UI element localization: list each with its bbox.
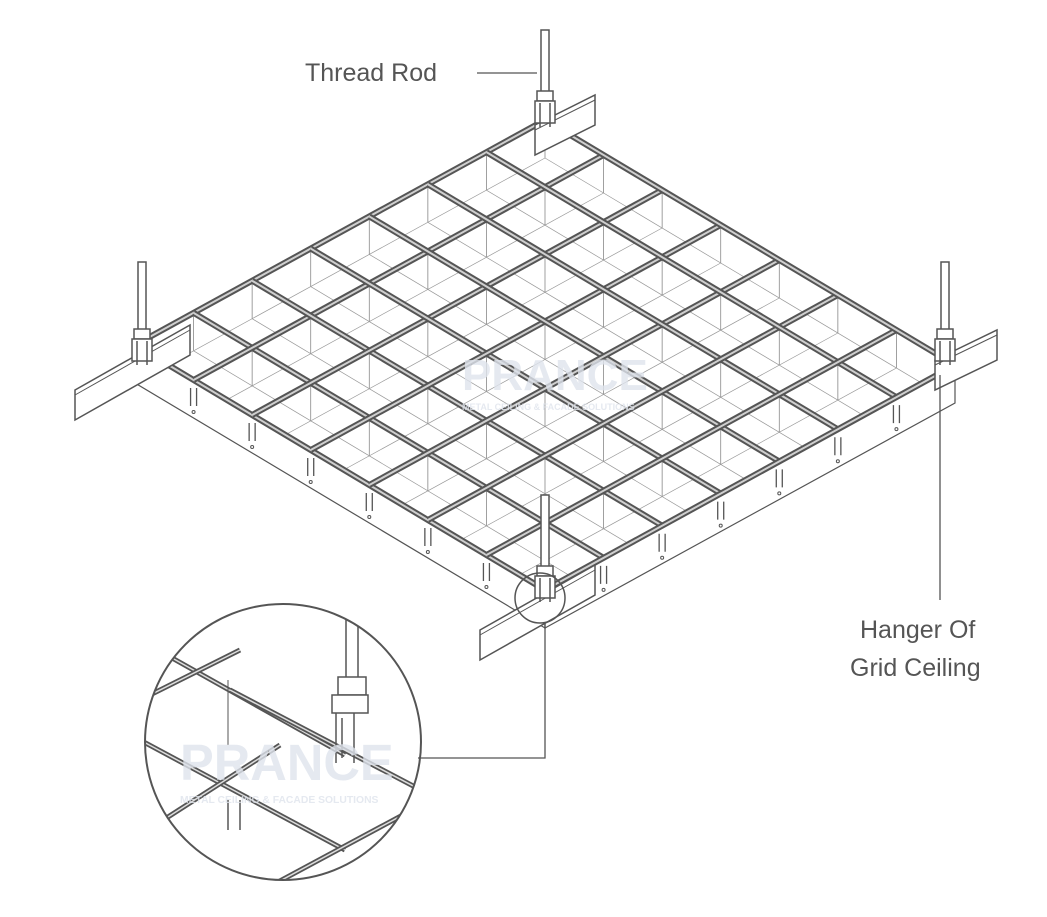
main-carrier-bottom — [479, 563, 596, 662]
grid-runner-highlight — [134, 119, 546, 346]
thread-rod — [137, 261, 147, 334]
cell-bottom-line — [486, 367, 897, 594]
hanger-label-line2: Grid Ceiling — [850, 654, 981, 682]
cell-bottom-line — [544, 157, 956, 404]
watermark-logo: PRANCE — [462, 351, 648, 400]
clip-hole — [777, 491, 782, 496]
grid-runner-highlight — [368, 259, 780, 486]
grid-runner-highlight — [544, 119, 956, 366]
hanger-label-line1: Hanger Of — [860, 616, 976, 644]
hanger-bracket — [534, 575, 556, 602]
hanger-clip — [834, 437, 842, 456]
hanger-nut — [133, 328, 151, 340]
hanger-clip — [248, 423, 256, 441]
clip-hole — [601, 587, 606, 592]
cell-bottom-line — [193, 192, 604, 419]
thread-rod — [940, 261, 950, 334]
cell-bottom-line — [486, 189, 897, 436]
cell-bottom-line — [310, 262, 721, 489]
detail-runner-highlight — [145, 649, 241, 701]
hanger-clip — [775, 469, 783, 488]
clip-hole — [660, 555, 665, 560]
thread-rod — [540, 29, 550, 96]
clip-hole — [250, 445, 255, 449]
detail-circle-outline — [144, 603, 422, 881]
watermark-tagline: METAL CEILING & FACADE SOLUTIONS — [180, 795, 379, 806]
main-carrier-left-lip — [74, 329, 191, 396]
grid-runner-highlight — [427, 294, 839, 521]
hanger-clip — [365, 493, 373, 511]
hanger-clip — [189, 388, 198, 406]
clip-hole — [191, 410, 196, 414]
detail-thread-rod — [345, 604, 359, 681]
cell-bottom-line — [427, 221, 839, 468]
main-carrier-top-lip — [534, 99, 596, 131]
main-carrier-bottom-lip — [479, 569, 596, 636]
clip-hole — [484, 585, 489, 589]
detail-hanger-bracket — [331, 694, 369, 763]
grid-runner-highlight — [485, 151, 897, 399]
detail-clip — [227, 800, 241, 830]
detail-runner-highlight — [145, 739, 346, 851]
cell-bottom-line — [193, 350, 604, 597]
clip-hole — [835, 459, 840, 464]
watermark-tagline: METAL CEILING & FACADE SOLUTIONS — [462, 402, 635, 412]
cell-bottom-line — [310, 286, 721, 532]
detail-runner-highlight — [229, 689, 421, 801]
grid-runner-highlight — [193, 311, 605, 559]
main-carrier-right — [934, 328, 998, 392]
clip-hole — [894, 427, 899, 432]
clip-hole — [308, 480, 313, 484]
cell-bottom-line — [427, 332, 839, 559]
grid-runner-highlight — [134, 344, 546, 591]
clip-hole — [425, 550, 430, 554]
main-carrier-top — [534, 93, 596, 157]
grid-runner-highlight — [368, 215, 780, 463]
detail-runner-highlight — [169, 794, 421, 880]
hanger-nut — [936, 328, 954, 340]
watermark-logo: PRANCE — [180, 734, 394, 791]
cell-bottom-line — [251, 227, 663, 454]
hanger-bracket — [934, 338, 956, 365]
grid-runner-highlight — [251, 279, 663, 527]
clip-hole — [718, 523, 723, 528]
thread-rod-label: Thread Rod — [305, 59, 438, 87]
detail-marker-circle — [514, 572, 566, 624]
hanger-clip — [599, 565, 608, 584]
hanger-nut — [536, 90, 554, 102]
cell-bottom-line — [369, 254, 780, 500]
hanger-nut — [536, 565, 554, 577]
cell-bottom-line — [134, 157, 546, 384]
thread-rod — [540, 494, 550, 571]
detail-runner — [168, 792, 421, 880]
cell-bottom-line — [251, 318, 663, 565]
detail-hanger-nut — [337, 676, 367, 696]
grid-runner-highlight — [427, 183, 839, 431]
grid-runner-highlight — [310, 224, 722, 451]
grid-group — [74, 29, 998, 662]
hanger-clip — [892, 405, 901, 424]
grid-runner-highlight — [193, 154, 605, 381]
grid-runner-highlight — [251, 189, 663, 416]
hanger-clip — [717, 501, 725, 520]
grid-runner-highlight — [544, 364, 956, 591]
grid-runner-highlight — [310, 247, 722, 495]
cell-bottom-line — [369, 297, 780, 524]
hanger-clip — [482, 563, 491, 581]
hanger-clip — [424, 528, 432, 546]
hanger-clip — [658, 533, 666, 552]
clip-hole — [367, 515, 372, 519]
grid-runner-highlight — [485, 329, 897, 556]
hanger-bracket — [534, 100, 556, 127]
detail-leader — [418, 623, 546, 759]
hanger-bracket — [131, 338, 153, 365]
hanger-clip — [307, 458, 315, 476]
